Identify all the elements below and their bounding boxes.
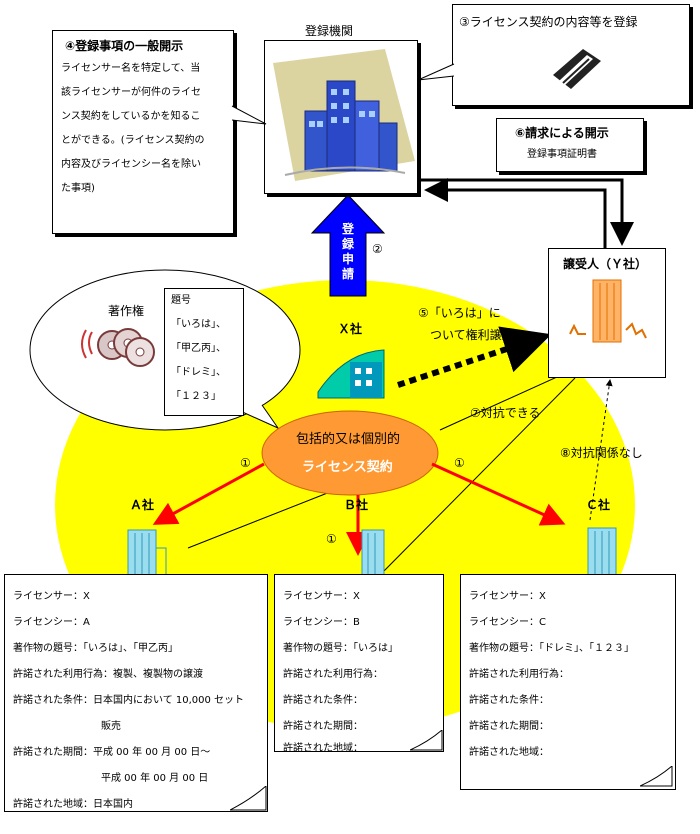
red-arrow-c: [431, 462, 566, 526]
note-4-line-5: 内容及びライセンシー名を除い: [61, 159, 201, 170]
contract-line-2: ライセンス契約: [302, 460, 393, 475]
card-c-title: 著作物の題号：「ドレミ」、「１２３」: [469, 643, 634, 654]
card-a-licensor: ライセンサー：X: [13, 591, 90, 602]
num1-left: ①: [240, 456, 251, 470]
assignee-label: 譲受人（Ｙ社）: [563, 257, 648, 271]
registry-box: [264, 40, 418, 194]
note-4-line-1: ライセンサー名を特定して、当: [61, 63, 201, 74]
oppose-line-b: [379, 377, 576, 576]
registry-title: 登録機関: [305, 24, 354, 38]
card-c-cond: 許諾された条件：: [469, 695, 549, 706]
card-c-period: 許諾された期間：: [469, 721, 549, 732]
card-c-use: 許諾された利用行為：: [469, 669, 569, 680]
card-a-curl: [230, 786, 267, 811]
cd-icon: [81, 328, 155, 367]
registration-num: ②: [372, 242, 383, 256]
license-card-c: ライセンサー：X ライセンシー：C 著作物の題号：「ドレミ」、「１２３」 許諾さ…: [460, 574, 676, 790]
assignee-tower-icon: [569, 279, 647, 343]
titles-box: 題号 「いろは」、 「甲乙丙」、 「ドレミ」、 「１２３」: [164, 288, 244, 416]
copyright-label: 著作権: [108, 304, 145, 318]
card-b-cond: 許諾された条件：: [283, 695, 363, 706]
card-b-period: 許諾された期間：: [283, 721, 363, 732]
card-b-use: 許諾された利用行為：: [283, 669, 383, 680]
transfer-line-2: ついて権利譲渡: [430, 328, 514, 342]
card-a-region: 許諾された地域：日本国内: [13, 799, 133, 810]
note-4-title: ④登録事項の一般開示: [65, 39, 184, 53]
card-a-cond-2: 販売: [101, 721, 121, 732]
license-card-a: ライセンサー：X ライセンシー：A 著作物の題号：「いろは」、「甲乙丙」 許諾さ…: [4, 574, 268, 812]
card-b-title: 著作物の題号：「いろは」: [283, 643, 398, 654]
title-item-2: 「甲乙丙」、: [171, 343, 226, 354]
c-company-label: Ｃ社: [586, 498, 611, 512]
note-6-title: ⑥請求による開示: [515, 126, 609, 140]
card-c-curl: [640, 766, 673, 787]
num1-center: ①: [326, 532, 337, 546]
a-company-label: Ａ社: [130, 498, 155, 512]
c-company-building-icon: [587, 527, 617, 577]
card-a-use: 許諾された利用行為：複製、複製物の譲渡: [13, 669, 203, 680]
b-company-label: Ｂ社: [344, 498, 369, 512]
b-company-building-icon: [361, 529, 385, 579]
card-a-licensee: ライセンシー：A: [13, 617, 90, 628]
note-4-line-3: ンス契約をしているかを知るこ: [61, 111, 201, 122]
note-4-line-4: とができる。(ライセンス契約の: [61, 135, 205, 146]
transfer-line-1: ⑤「いろは」に: [418, 306, 501, 320]
card-b-licensee: ライセンシー：B: [283, 617, 360, 628]
a-company-building-icon: [127, 529, 167, 579]
note-6-sub: 登録事項証明書: [527, 149, 597, 160]
card-b-region: 許諾された地域：: [283, 743, 363, 754]
registration-label: 登録申請: [341, 222, 354, 281]
x-company-building-icon: [317, 349, 385, 399]
note-4: ④登録事項の一般開示 ライセンサー名を特定して、当 該ライセンサーが何件のライセ…: [52, 30, 234, 234]
title-item-4: 「１２３」: [171, 391, 221, 402]
note-6: ⑥請求による開示 登録事項証明書: [496, 118, 644, 172]
card-a-period-1: 許諾された期間：平成 00 年 00 月 00 日～: [13, 747, 211, 758]
card-c-licensor: ライセンサー：X: [469, 591, 546, 602]
card-a-cond-1: 許諾された条件：日本国内において 10,000 セット: [13, 695, 245, 706]
card-a-period-2: 平成 00 年 00 月 00 日: [101, 773, 209, 784]
card-c-region: 許諾された地域：: [469, 747, 549, 758]
request-arrow-path: [424, 178, 607, 248]
oppose-ok-label: ⑦対抗できる: [470, 406, 541, 420]
note-3-tail: [417, 63, 455, 81]
registration-arrow: [310, 194, 386, 297]
license-card-b: ライセンサー：X ライセンシー：B 著作物の題号：「いろは」 許諾された利用行為…: [274, 574, 444, 754]
note-4-tail: [231, 105, 267, 125]
red-arrow-a: [152, 462, 265, 525]
contract-line-1: 包括的又は個別的: [296, 432, 401, 447]
card-c-licensee: ライセンシー：C: [469, 617, 546, 628]
x-company-label: Ｘ社: [338, 322, 363, 336]
note-3: ③ライセンス契約の内容等を登録: [452, 4, 690, 106]
titles-head: 題号: [171, 295, 191, 306]
oppose-line-a: [187, 491, 331, 549]
oppose-line-contract: [439, 371, 569, 431]
transfer-arrow: [397, 326, 552, 388]
document-stack-icon: [553, 49, 601, 89]
card-b-curl: [410, 730, 443, 751]
title-item-3: 「ドレミ」、: [171, 367, 226, 378]
registry-building-icon: [273, 49, 415, 181]
note-3-text: ③ライセンス契約の内容等を登録: [459, 15, 638, 29]
disclosure-arrow-path: [420, 178, 634, 246]
title-item-1: 「いろは」、: [171, 319, 226, 330]
bubble-tail: [237, 404, 280, 430]
num1-right: ①: [454, 456, 465, 470]
contract-ellipse: [261, 410, 439, 496]
note-4-line-2: 該ライセンサーが何件のライセ: [61, 87, 201, 98]
note-4-line-6: た事項): [61, 183, 95, 194]
card-a-title: 著作物の題号：「いろは」、「甲乙丙」: [13, 643, 178, 654]
card-b-licensor: ライセンサー：X: [283, 591, 360, 602]
oppose-none-label: ⑧対抗関係なし: [560, 446, 643, 460]
